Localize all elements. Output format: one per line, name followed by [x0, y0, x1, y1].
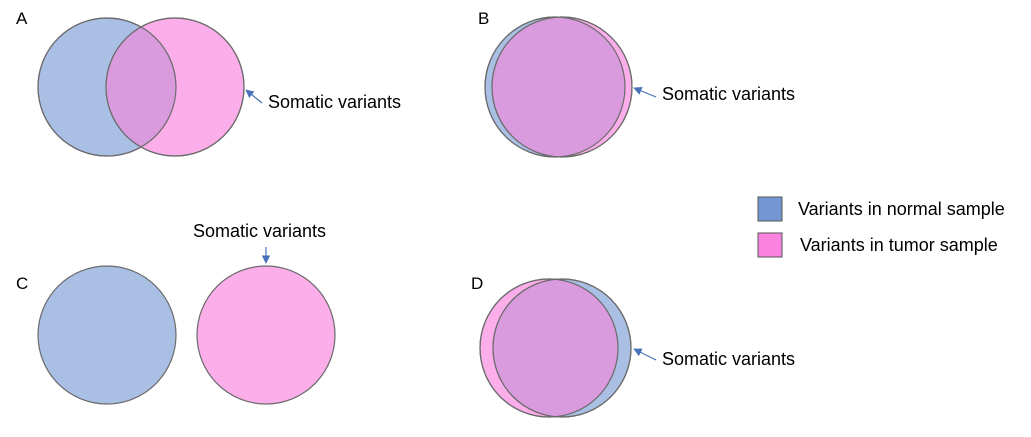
legend-normal-swatch	[757, 196, 783, 222]
panel-d-callout: Somatic variants	[662, 349, 795, 369]
panel-a-label: A	[16, 9, 28, 28]
panel-b-overlap	[492, 17, 625, 157]
legend-tumor-swatch	[757, 232, 783, 258]
panel-c-callout: Somatic variants	[193, 221, 326, 241]
panel-c-label: C	[16, 274, 28, 293]
panel-d-label: D	[471, 274, 483, 293]
panel-a-tumor-outline	[105, 17, 245, 157]
panel-d-tumor-outline	[479, 278, 619, 418]
panel-a-overlap	[106, 18, 176, 156]
panel-c-normal-circle	[37, 265, 177, 405]
panel-c-tumor-circle	[196, 265, 336, 405]
panel-b-callout: Somatic variants	[662, 84, 795, 104]
panel-d-normal-outline	[492, 278, 632, 418]
legend-normal-label: Variants in normal sample	[798, 199, 1005, 219]
panel-a-callout: Somatic variants	[268, 92, 401, 112]
legend-tumor-label: Variants in tumor sample	[800, 235, 998, 255]
panel-a-normal-outline	[37, 17, 177, 157]
panel-b-callout-arrow	[633, 86, 657, 98]
panel-d-callout-arrow	[633, 348, 657, 361]
panel-b-label: B	[478, 9, 489, 28]
panel-d-overlap	[493, 279, 618, 417]
panel-a-callout-arrow	[245, 89, 263, 104]
panel-b-tumor-outline	[491, 16, 633, 158]
